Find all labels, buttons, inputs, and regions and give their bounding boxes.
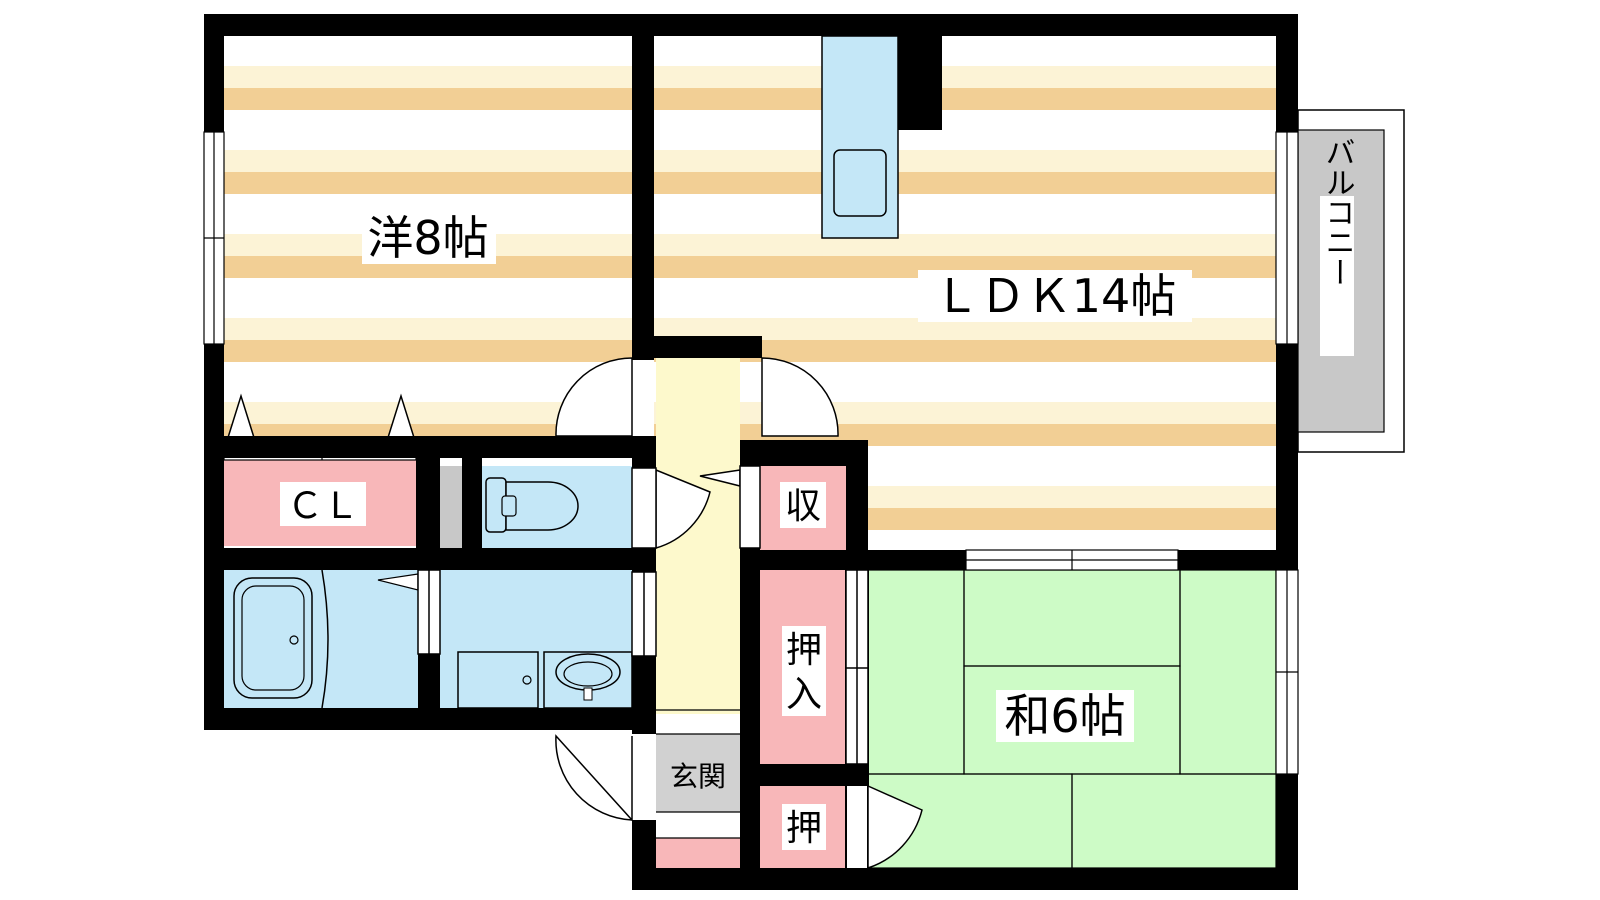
ldk-floor-stripe <box>654 88 1276 110</box>
walls <box>204 14 1298 890</box>
storage-label: 収 <box>785 486 821 527</box>
western-floor-stripe <box>224 256 632 278</box>
doors <box>417 357 923 870</box>
japanese-room-label: 和6帖 <box>1004 689 1125 743</box>
shoe-storage <box>656 838 740 868</box>
western-floor-stripe <box>224 172 632 194</box>
western-floor-stripe-light <box>224 318 632 340</box>
western-room-label: 洋8帖 <box>367 211 488 265</box>
ldk-floor-stripe-light <box>654 234 1276 256</box>
oshiire-tall-label-1: 押 <box>786 630 822 671</box>
western-room-floor <box>224 36 632 446</box>
toilet-bowl-icon <box>505 481 579 531</box>
ldk-floor-stripe-light <box>654 66 1276 88</box>
windows <box>203 131 1299 775</box>
oshiire-tall-label-2: 入 <box>786 674 822 715</box>
balcony-label: バルコニー <box>1320 137 1355 287</box>
bathtub-icon <box>233 577 313 699</box>
oshiire-small-label: 押 <box>786 808 822 849</box>
labels: 洋8帖 ＬＤＫ14帖 和6帖 ＣＬ 収 押 入 押 玄関 バルコニー <box>280 137 1355 850</box>
western-floor-stripe <box>224 88 632 110</box>
closet-label: ＣＬ <box>287 486 359 527</box>
ldk-floor-stripe-light <box>654 318 1276 340</box>
western-floor-stripe-light <box>224 150 632 172</box>
entrance-area <box>656 734 740 812</box>
ldk-floor-stripe-light <box>654 402 1276 424</box>
ldk-floor-stripe-light <box>654 150 1276 172</box>
ldk-floor-stripe <box>654 340 1276 362</box>
entrance-label: 玄関 <box>670 760 726 793</box>
western-floor-stripe-light <box>224 402 632 424</box>
ldk-label: ＬＤＫ14帖 <box>934 269 1177 323</box>
pipe-space <box>440 466 462 548</box>
western-floor-stripe <box>224 340 632 362</box>
washing-machine-icon <box>457 651 539 709</box>
western-floor-stripe-light <box>224 66 632 88</box>
kitchen-sink-icon <box>833 149 887 217</box>
ldk-floor-stripe <box>654 172 1276 194</box>
kitchen-wall-column <box>898 36 942 130</box>
